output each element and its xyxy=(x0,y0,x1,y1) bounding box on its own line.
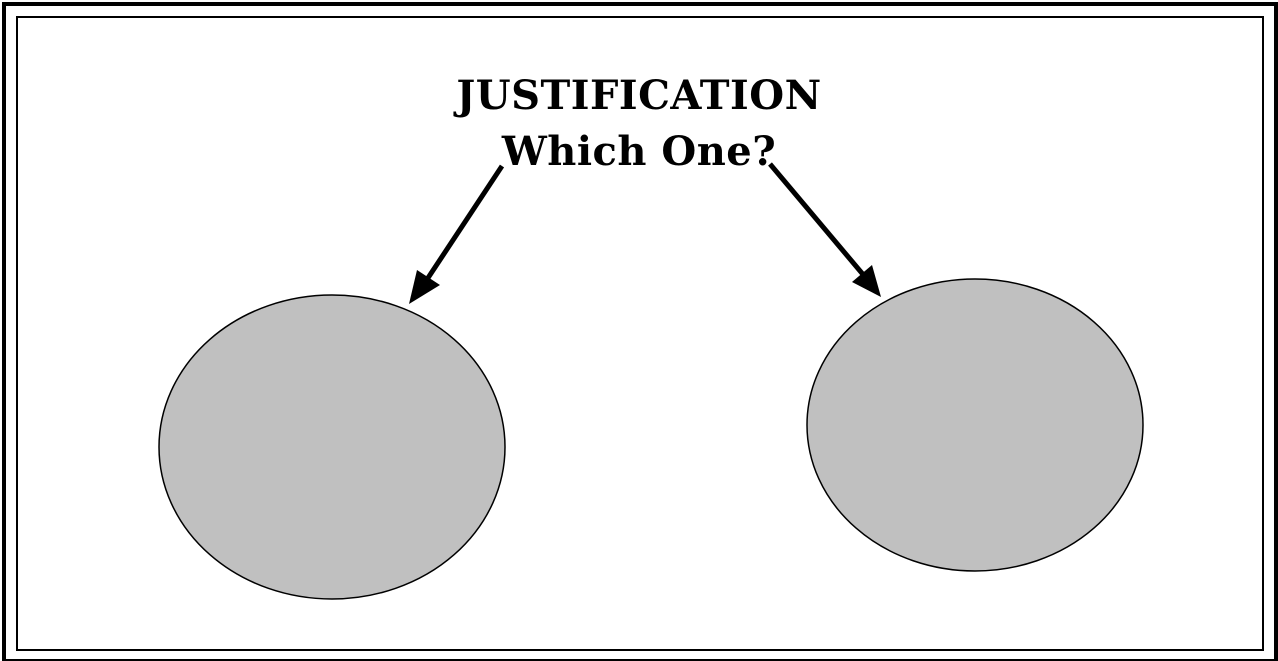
inner-frame-border xyxy=(16,16,1264,651)
right-ellipse xyxy=(806,278,1144,572)
left-ellipse xyxy=(158,294,506,600)
right-arrowhead xyxy=(852,265,881,297)
left-arrow xyxy=(421,164,505,286)
left-arrowhead xyxy=(409,270,440,304)
title-subheading: Which One? xyxy=(501,128,777,175)
title-heading: JUSTIFICATION xyxy=(456,72,822,119)
right-arrow xyxy=(768,162,868,280)
